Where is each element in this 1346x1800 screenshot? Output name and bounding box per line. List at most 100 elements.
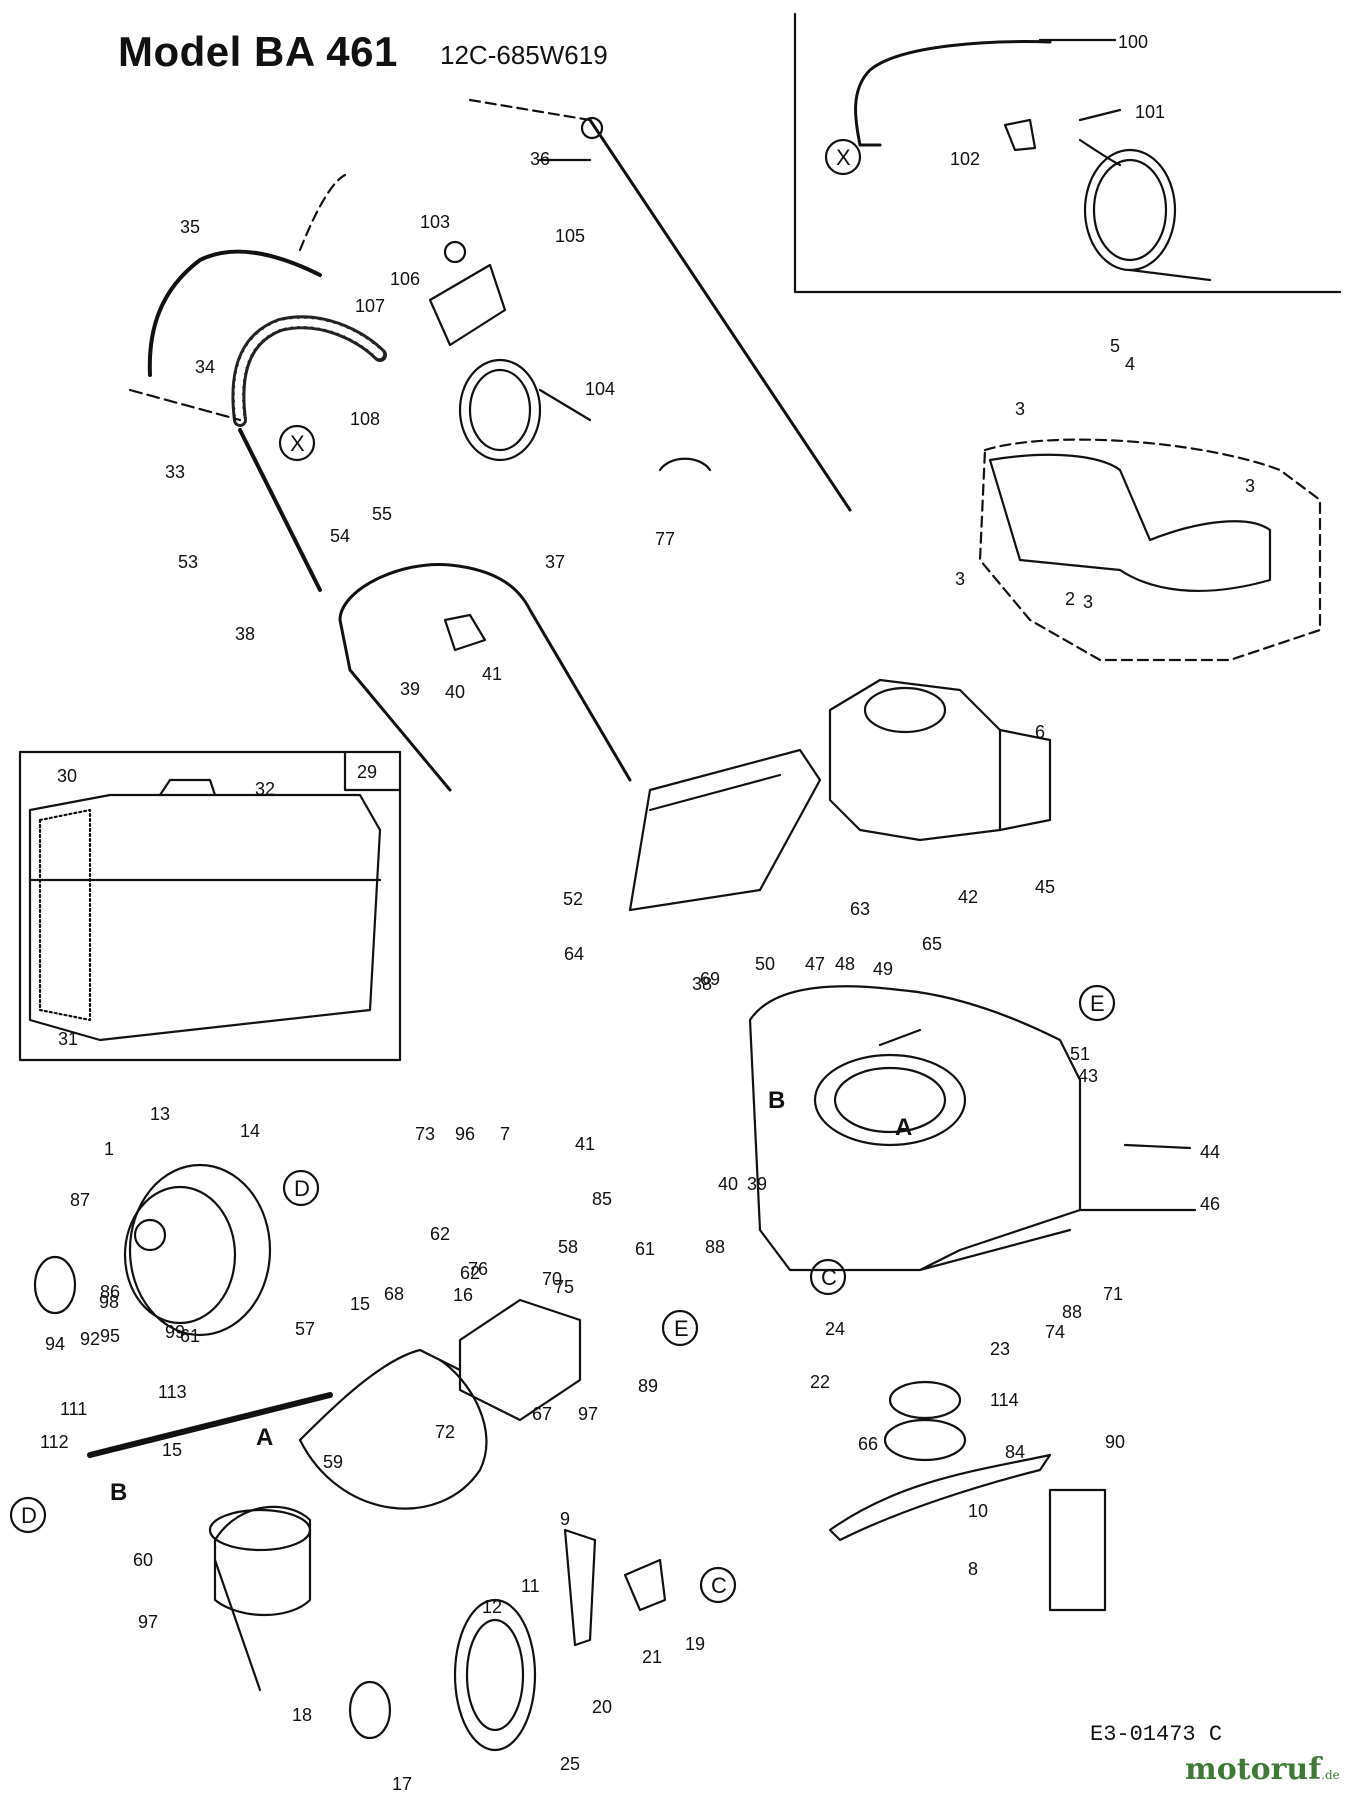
callout-number: 43 [1078, 1066, 1098, 1086]
callout-number: 76 [468, 1259, 488, 1279]
callout-number: 68 [384, 1284, 404, 1304]
letter-e-deck: E [1090, 991, 1105, 1016]
model-number: 12C-685W619 [440, 40, 608, 70]
callout-number: 95 [100, 1326, 120, 1346]
callout-number: 70 [542, 1269, 562, 1289]
callout-number: 41 [482, 664, 502, 684]
callout-number: 9 [560, 1509, 570, 1529]
callout-number: 51 [1070, 1044, 1090, 1064]
inset-box-grasscatcher [18, 750, 402, 1062]
callout-number: 84 [1005, 1442, 1025, 1462]
callout-number: 100 [1118, 32, 1148, 52]
callout-number: 45 [1035, 877, 1055, 897]
callout-number: 34 [195, 357, 215, 377]
callout-number: 6 [1035, 722, 1045, 742]
callout-number: 105 [555, 226, 585, 246]
callout-number: 60 [133, 1550, 153, 1570]
callout-number: 55 [372, 504, 392, 524]
letter-x-inset: X [836, 145, 851, 170]
callout-number: 86 [100, 1282, 120, 1302]
callout-number: 39 [747, 1174, 767, 1194]
callout-number: 54 [330, 526, 350, 546]
callout-number: 59 [323, 1452, 343, 1472]
callout-number: 7 [500, 1124, 510, 1144]
callout-number: 3 [1245, 476, 1255, 496]
callout-number: 2 [1065, 589, 1075, 609]
callout-number: 97 [578, 1404, 598, 1424]
callout-number: 15 [350, 1294, 370, 1314]
callout-number: 30 [57, 766, 77, 786]
callout-number: 47 [805, 954, 825, 974]
callout-number: 48 [835, 954, 855, 974]
letter-d-wheel: D [294, 1176, 310, 1201]
callout-number: 32 [255, 779, 275, 799]
callout-number: 52 [563, 889, 583, 909]
callout-number: 114 [990, 1390, 1019, 1410]
callout-number: 17 [392, 1774, 412, 1794]
callout-number: 87 [70, 1190, 90, 1210]
callout-number: 113 [158, 1382, 187, 1402]
callout-number: 4 [1125, 354, 1135, 374]
callout-number: 94 [45, 1334, 65, 1354]
callout-number: 23 [990, 1339, 1010, 1359]
callout-number: 3 [955, 569, 965, 589]
callout-number: 41 [575, 1134, 595, 1154]
callout-number: 49 [873, 959, 893, 979]
callout-number: 62 [430, 1224, 450, 1244]
callout-number: 66 [858, 1434, 878, 1454]
callout-number: 63 [850, 899, 870, 919]
callout-number: 40 [718, 1174, 738, 1194]
callout-number: 92 [80, 1329, 100, 1349]
letter-e-drive: E [674, 1316, 689, 1341]
callout-number: 111 [60, 1399, 87, 1419]
callout-number: 3 [1015, 399, 1025, 419]
callout-number: 44 [1200, 1142, 1220, 1162]
callout-number: 69 [700, 969, 720, 989]
callout-number: 65 [922, 934, 942, 954]
callout-number: 5 [1110, 336, 1120, 356]
callout-number: 50 [755, 954, 775, 974]
callout-number: 19 [685, 1634, 705, 1654]
callout-number: 38 [235, 624, 255, 644]
letter-a-drive: A [256, 1424, 273, 1451]
callout-number: 108 [350, 409, 380, 429]
callout-number: 67 [532, 1404, 552, 1424]
callout-number: 75 [554, 1277, 574, 1297]
callout-number: 10 [968, 1501, 988, 1521]
callout-number: 73 [415, 1124, 435, 1144]
callout-number: 85 [592, 1189, 612, 1209]
reference-circle-x [824, 138, 862, 176]
letter-b-axle: B [110, 1479, 127, 1506]
callout-number: 26 [0, 0, 20, 4]
callout-number: 29 [357, 762, 377, 782]
callout-number: 57 [295, 1319, 315, 1339]
callout-number: 38 [692, 974, 712, 994]
letter-a-deck: A [895, 1114, 912, 1141]
letter-x-handle: X [290, 431, 305, 456]
callout-number: 64 [564, 944, 584, 964]
callout-number: 62 [460, 1263, 480, 1283]
inset-box-cable [793, 12, 1342, 294]
callout-number: 77 [655, 529, 675, 549]
callout-number: 1 [104, 1139, 114, 1159]
callout-number: 24 [825, 1319, 845, 1339]
callout-number: 13 [150, 1104, 170, 1124]
callout-number: 107 [355, 296, 385, 316]
callout-number: 98 [99, 1292, 119, 1312]
callout-number: 97 [138, 1612, 158, 1632]
callout-number: 37 [545, 552, 565, 572]
callout-number: 22 [810, 1372, 830, 1392]
letter-b-deck: B [768, 1087, 785, 1114]
callout-number: 89 [638, 1376, 658, 1396]
callout-number: 61 [635, 1239, 655, 1259]
callout-number: 61 [180, 1326, 200, 1346]
callout-number: 102 [950, 149, 980, 169]
callout-number: 33 [165, 462, 185, 482]
callout-number: 40 [445, 682, 465, 702]
callout-number: 42 [958, 887, 978, 907]
callout-number: 96 [455, 1124, 475, 1144]
callout-number: 112 [40, 1432, 69, 1452]
letter-c-deck: C [821, 1265, 837, 1290]
callout-number: 88 [705, 1237, 725, 1257]
callout-number: 99 [165, 1322, 185, 1342]
